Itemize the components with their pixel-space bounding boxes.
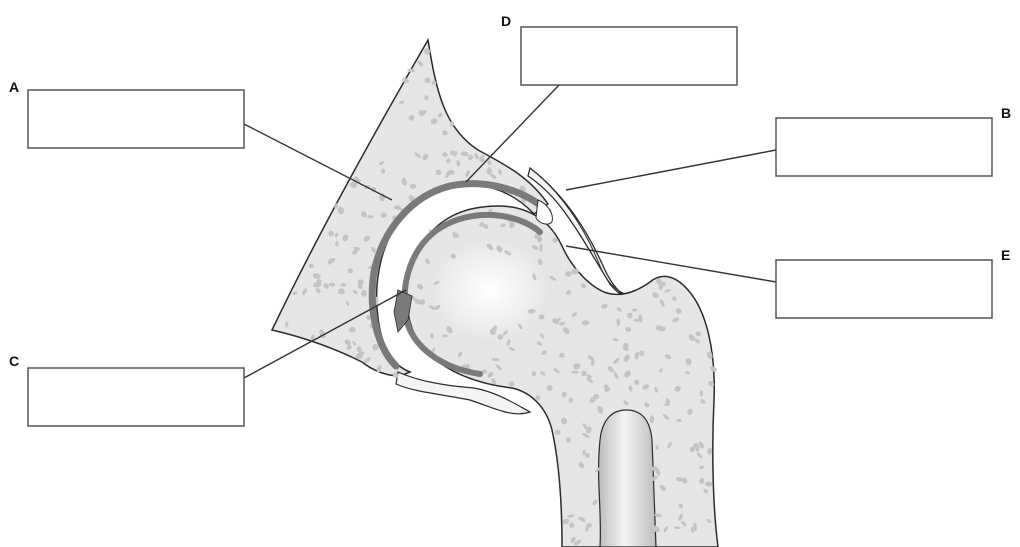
trabecula-dot [559,353,564,358]
label-a: A [9,79,244,148]
label-letter-b: B [1001,105,1011,121]
answer-box-d[interactable] [521,27,737,85]
trabecula-dot [532,371,536,376]
label-e: E [776,247,1010,318]
label-letter-c: C [9,353,19,369]
trabecula-dot [538,314,544,319]
label-letter-d: D [501,13,511,29]
marrow-canal [599,410,656,547]
answer-box-e[interactable] [776,260,992,318]
label-b: B [776,105,1011,176]
answer-box-b[interactable] [776,118,992,176]
label-d: D [501,13,737,85]
trabecula-dot [696,445,700,452]
label-c: C [9,353,244,426]
label-letter-e: E [1001,247,1010,263]
leader-line-d [466,84,560,182]
labrum [536,200,552,224]
trabecula-dot [633,319,640,322]
leader-line-b [566,150,776,190]
label-letter-a: A [9,79,19,95]
answer-box-a[interactable] [28,90,244,148]
answer-box-c[interactable] [28,368,244,426]
